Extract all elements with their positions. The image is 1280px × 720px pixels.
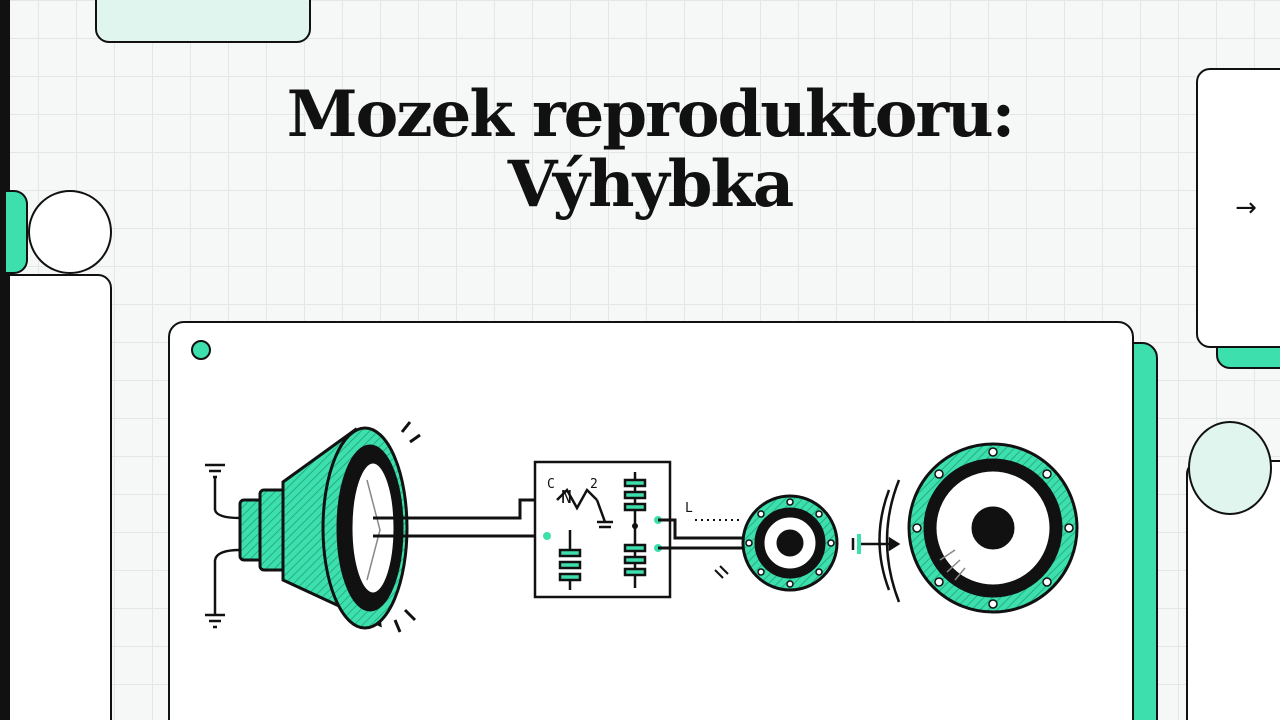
crossover-circuit-icon: C N 2 bbox=[533, 460, 672, 599]
crossover-label-n: N bbox=[561, 487, 572, 508]
slide-title-line-1: Mozek reproduktoru: bbox=[286, 77, 1016, 152]
left-decor-panel bbox=[8, 274, 112, 720]
left-edge-bar bbox=[0, 0, 10, 720]
top-decor-tab bbox=[95, 0, 311, 43]
right-decor-circle bbox=[1188, 421, 1272, 515]
next-slide-card[interactable] bbox=[1196, 68, 1280, 348]
crossover-label-c: C bbox=[547, 477, 555, 492]
large-speaker-icon bbox=[907, 442, 1079, 614]
slide-title-line-2: Výhybka bbox=[507, 147, 795, 222]
crossover-label-2: 2 bbox=[590, 477, 598, 492]
left-decor-accent bbox=[6, 190, 28, 274]
slide-title: Mozek reproduktoru: Výhybka bbox=[140, 80, 1160, 220]
right-arrow-icon[interactable]: → bbox=[1235, 193, 1257, 223]
ground-symbol-icon bbox=[205, 463, 241, 629]
left-decor-circle bbox=[28, 190, 112, 274]
card-accent-dot bbox=[191, 340, 211, 360]
woofer-speaker-icon bbox=[238, 421, 421, 633]
crossover-label-l: L bbox=[685, 501, 693, 516]
tweeter-icon bbox=[741, 494, 839, 592]
crossover-diagram: C N 2 L bbox=[205, 421, 1079, 633]
